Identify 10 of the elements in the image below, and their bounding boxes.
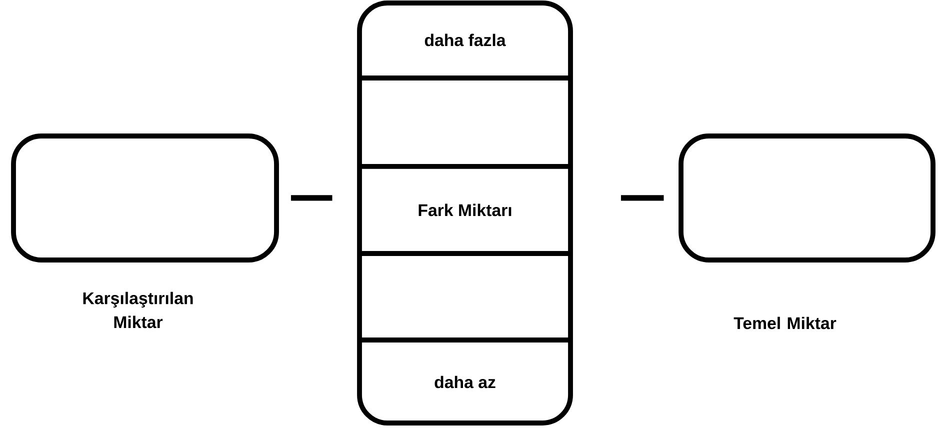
row-cell: daha fazla [424, 34, 506, 46]
table-column [357, 0, 573, 426]
box-caption: Temel Miktar [734, 316, 836, 330]
box-caption: Karşılaştırılan Miktar [83, 292, 193, 328]
rounded-box [678, 134, 936, 262]
dash-line [290, 195, 332, 201]
row-cell: Fark Miktarı [358, 164, 572, 216]
row-cell: daha az [358, 338, 572, 388]
rounded-box [11, 134, 279, 262]
dash-line [620, 195, 664, 201]
